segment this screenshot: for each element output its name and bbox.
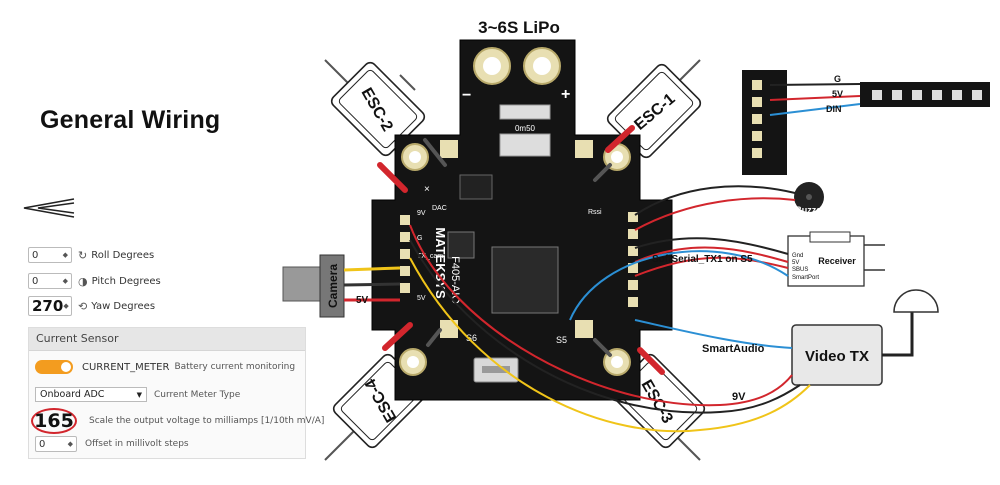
- roll-icon: ↻: [78, 248, 88, 262]
- buzzer: Buzzer: [794, 182, 825, 215]
- roll-input[interactable]: 0◆: [28, 247, 72, 263]
- meter-type-select[interactable]: Onboard ADC▼: [35, 387, 147, 402]
- current-meter-label: CURRENT_METER: [82, 361, 170, 373]
- plus-label: +: [561, 86, 570, 103]
- roll-label: Roll Degrees: [91, 249, 155, 261]
- shunt-label: 0m50: [515, 124, 536, 133]
- camera-5v-label: 5V: [356, 295, 369, 306]
- current-meter-row: CURRENT_METER Battery current monitoring: [35, 360, 295, 374]
- led-din-label: DIN: [826, 104, 842, 114]
- roll-row: 0◆ ↻ Roll Degrees: [28, 246, 154, 264]
- rx-smartport-label: SmartPort: [792, 275, 819, 281]
- panel-title: Current Sensor: [29, 328, 305, 351]
- antenna-icon: [893, 289, 939, 313]
- scale-row: 165 Scale the output voltage to milliamp…: [31, 408, 324, 434]
- pitch-icon: ◑: [78, 274, 88, 288]
- offset-row: 0◆ Offset in millivolt steps: [35, 436, 189, 452]
- minus-label: −: [462, 87, 471, 104]
- diagram-title: General Wiring: [40, 106, 221, 134]
- video-tx-label: Video TX: [805, 348, 869, 365]
- camera-label: Camera: [326, 264, 340, 308]
- rx-sbus-label: SBUS: [792, 267, 808, 273]
- receiver-label: Receiver: [818, 256, 856, 266]
- pad-g-label: G: [417, 235, 422, 242]
- scale-input[interactable]: 165: [31, 408, 77, 434]
- flight-controller: − + 0m50: [371, 39, 673, 401]
- rx-5v-label: 5V: [792, 260, 799, 266]
- pad-dac-label: DAC: [432, 205, 447, 212]
- softserial-label: SoftSerial_TX1 on S5: [652, 254, 753, 265]
- yaw-label: Yaw Degrees: [91, 300, 156, 312]
- offset-input[interactable]: 0◆: [35, 436, 77, 452]
- led-5v-label: 5V: [832, 89, 843, 99]
- meter-type-label: Current Meter Type: [154, 389, 241, 400]
- receiver: Receiver Gnd 5V SBUS SmartPort: [787, 231, 885, 287]
- led-g-label: G: [834, 74, 841, 84]
- current-meter-toggle[interactable]: [35, 360, 73, 374]
- camera: Camera: [282, 254, 345, 318]
- pitch-label: Pitch Degrees: [91, 275, 161, 287]
- pad-s5-label: S5: [556, 335, 567, 345]
- pitch-row: 0◆ ◑ Pitch Degrees: [28, 272, 161, 290]
- offset-label: Offset in millivolt steps: [85, 439, 189, 449]
- vtx-9v-label: 9V: [732, 391, 746, 403]
- yaw-row: 270◆ ⟲ Yaw Degrees: [28, 296, 156, 316]
- esc-power-leads: [377, 125, 665, 375]
- pad-5v-label: 5V: [417, 295, 426, 302]
- scale-label: Scale the output voltage to milliamps [1…: [89, 416, 325, 426]
- meter-type-row: Onboard ADC▼ Current Meter Type: [35, 387, 240, 402]
- pad-9v-label: 9V: [417, 210, 426, 217]
- pitch-input[interactable]: 0◆: [28, 273, 72, 289]
- fc-brand-label: MATEKSYS: [433, 227, 448, 299]
- chevron-down-icon: ▼: [136, 390, 142, 399]
- pad-s6-label: S6: [466, 333, 477, 343]
- current-sensor-panel: Current Sensor CURRENT_METER Battery cur…: [28, 327, 324, 459]
- pad-rssi-label: Rssi: [588, 209, 602, 216]
- current-meter-desc: Battery current monitoring: [174, 362, 296, 372]
- led-strip: G 5V DIN: [742, 70, 990, 175]
- battery-label: 3~6S LiPo: [478, 18, 560, 37]
- back-chevron-icon[interactable]: [20, 196, 76, 220]
- pad-txcam-label: TX_cam: [417, 253, 443, 260]
- pad-x-label: ×: [424, 184, 430, 195]
- video-tx: Video TX: [791, 289, 939, 386]
- rx-gnd-label: Gnd: [792, 253, 803, 259]
- yaw-input[interactable]: 270◆: [28, 296, 72, 316]
- smartaudio-label: SmartAudio: [702, 343, 765, 355]
- esc-1: ESC-1: [606, 59, 702, 159]
- buzzer-label: Buzzer: [795, 205, 825, 215]
- yaw-icon: ⟲: [78, 299, 88, 313]
